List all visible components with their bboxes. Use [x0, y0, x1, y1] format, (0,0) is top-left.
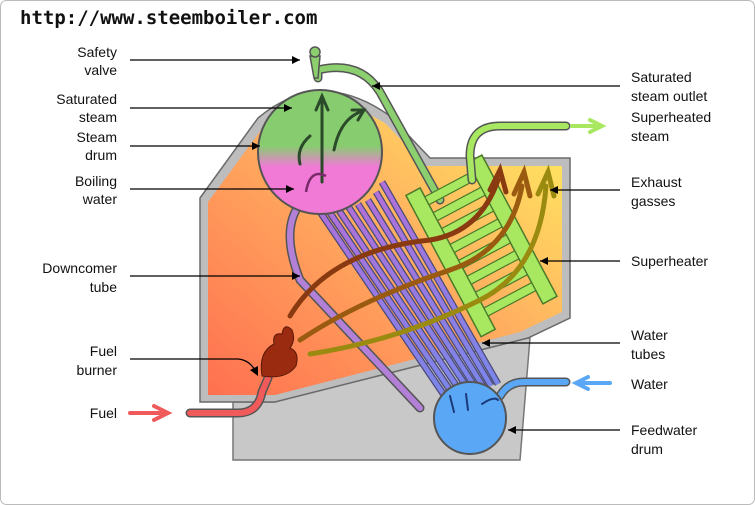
svg-text:Exhaust: Exhaust — [631, 174, 682, 190]
svg-text:Fuel: Fuel — [90, 405, 117, 421]
svg-text:Safety: Safety — [77, 44, 117, 60]
site-url: http://www.steemboiler.com — [20, 7, 317, 29]
steam-drum — [257, 89, 383, 215]
svg-text:steam: steam — [79, 109, 117, 125]
svg-text:Downcomer: Downcomer — [42, 260, 117, 276]
svg-text:Saturated: Saturated — [631, 69, 692, 85]
label-saturated-steam: Saturated steam — [56, 91, 292, 125]
svg-text:drum: drum — [631, 441, 663, 457]
svg-text:steam: steam — [631, 128, 669, 144]
label-superheater: Superheater — [540, 253, 708, 269]
label-fuel-burner: Fuel burner — [77, 343, 258, 378]
svg-text:drum: drum — [85, 147, 117, 163]
saturated-steam-pipe — [315, 64, 443, 203]
burner-flame — [260, 326, 298, 378]
boiling-water-flow-arrow — [304, 172, 327, 193]
fuel-inlet-arrow — [128, 404, 173, 422]
label-boiling-water: Boiling water — [75, 173, 294, 207]
label-fuel: Fuel — [90, 405, 117, 421]
superheated-steam-arrow — [570, 118, 607, 134]
water-inlet-pipe — [497, 379, 569, 399]
label-safety-valve: Safety valve — [77, 44, 300, 78]
svg-text:Water: Water — [631, 327, 668, 343]
superheated-steam-pipe — [466, 123, 569, 183]
svg-text:Fuel: Fuel — [90, 343, 117, 359]
label-downcomer-tube: Downcomer tube — [42, 260, 300, 295]
svg-text:steam outlet: steam outlet — [631, 88, 707, 104]
svg-text:Superheater: Superheater — [631, 253, 708, 269]
feedwater-flow-arrows — [449, 393, 499, 413]
svg-text:Feedwater: Feedwater — [631, 422, 697, 438]
svg-text:Saturated: Saturated — [56, 91, 117, 107]
label-feedwater-drum: Feedwater drum — [508, 422, 697, 457]
svg-text:burner: burner — [77, 362, 118, 378]
label-steam-drum: Steam drum — [77, 129, 260, 163]
svg-text:water: water — [82, 191, 118, 207]
feedwater-drum — [433, 381, 507, 455]
label-water: Water — [631, 376, 668, 392]
svg-text:Superheated: Superheated — [631, 109, 711, 125]
fuel-pipe — [187, 375, 271, 416]
svg-text:gasses: gasses — [631, 193, 675, 209]
downcomer-tube — [287, 201, 423, 411]
svg-text:tube: tube — [90, 279, 117, 295]
steam-drum-flow-arrows — [297, 92, 367, 184]
svg-text:Steam: Steam — [77, 129, 117, 145]
svg-text:tubes: tubes — [631, 346, 665, 362]
svg-text:Water: Water — [631, 376, 668, 392]
safety-valve-cap — [309, 46, 321, 58]
label-exhaust-gasses: Exhaust gasses — [550, 174, 682, 209]
label-superheated-steam: Superheated steam — [631, 109, 711, 144]
water-inlet-arrow — [571, 375, 612, 391]
hot-gas-flow-arrows — [287, 163, 557, 357]
label-saturated-steam-outlet: Saturated steam outlet — [372, 69, 707, 104]
svg-text:Boiling: Boiling — [75, 173, 117, 189]
safety-valve — [309, 55, 321, 79]
label-water-tubes: Water tubes — [482, 327, 668, 362]
svg-text:valve: valve — [84, 62, 117, 78]
